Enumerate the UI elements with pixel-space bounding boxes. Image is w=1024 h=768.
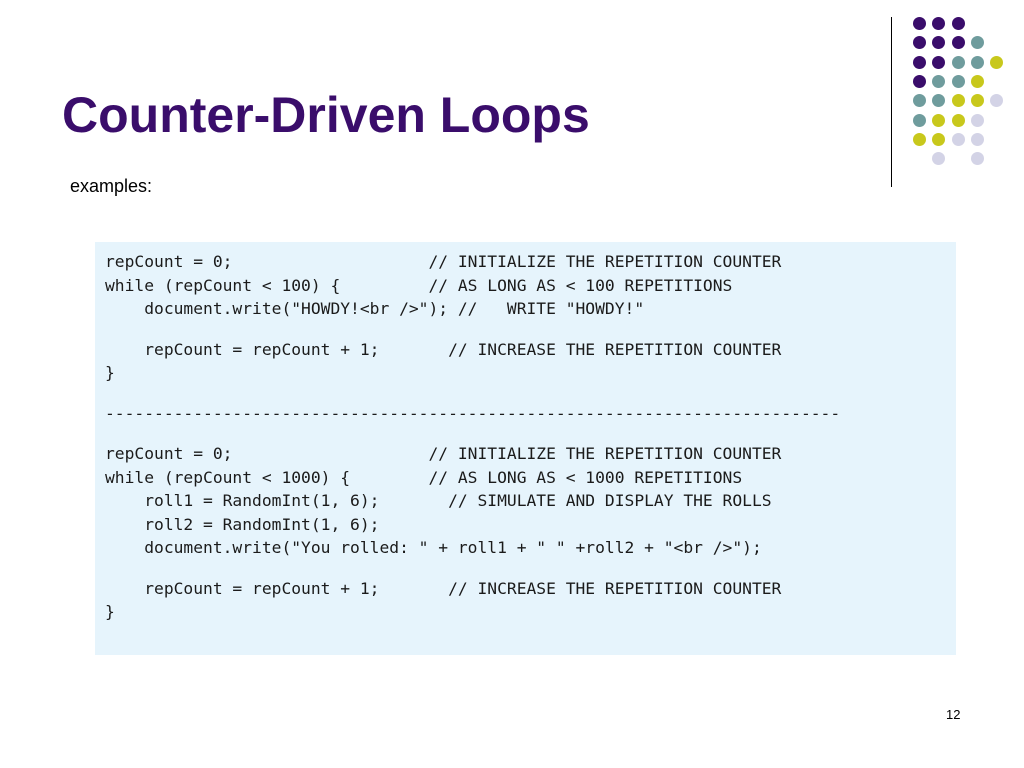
logo-dot <box>951 94 965 108</box>
code-line: document.write("You rolled: " + roll1 + … <box>105 538 762 557</box>
examples-label: examples: <box>70 176 152 197</box>
logo-dot <box>951 17 965 30</box>
code-line: roll1 = RandomInt(1, 6); // SIMULATE AND… <box>105 491 772 510</box>
code-line: roll2 = RandomInt(1, 6); <box>105 514 380 534</box>
page-number: 12 <box>946 707 961 722</box>
code-line <box>105 560 956 577</box>
code-example-block: repCount = 0; // INITIALIZE THE REPETITI… <box>95 242 956 655</box>
logo-dot <box>913 17 926 30</box>
logo-dot <box>970 55 984 69</box>
logo-dot <box>970 132 984 146</box>
logo-dot <box>932 36 946 50</box>
code-line <box>105 385 956 402</box>
logo-dot <box>932 152 946 166</box>
code-line <box>105 321 956 338</box>
logo-dot <box>970 94 984 108</box>
code-line: while (repCount < 100) { // AS LONG AS <… <box>105 275 733 295</box>
logo-dot <box>990 55 1004 69</box>
code-line: repCount = 0; // INITIALIZE THE REPETITI… <box>105 252 782 271</box>
logo-dot <box>951 74 965 88</box>
logo-dot <box>970 113 984 127</box>
logo-dot <box>970 152 984 166</box>
code-line: repCount = 0; // INITIALIZE THE REPETITI… <box>105 444 782 463</box>
logo-dot <box>951 55 965 69</box>
logo-dot <box>970 74 984 88</box>
logo-dot <box>970 36 984 50</box>
examples-label-text: examples <box>70 176 148 196</box>
logo-dot <box>990 94 1004 108</box>
logo-dot <box>932 132 946 146</box>
code-line: repCount = repCount + 1; // INCREASE THE… <box>105 339 782 359</box>
logo-dot <box>913 132 926 146</box>
logo-dot <box>913 74 926 88</box>
examples-label-colon: : <box>147 176 153 196</box>
logo-dot <box>932 74 946 88</box>
logo-dot <box>932 94 946 108</box>
logo-dot <box>951 132 965 146</box>
code-line: while (repCount < 1000) { // AS LONG AS … <box>105 467 743 487</box>
logo-dot <box>913 55 926 69</box>
code-line: } <box>105 363 115 382</box>
code-line: document.write("HOWDY!<br />"); // WRITE… <box>105 299 645 318</box>
code-line <box>105 425 956 442</box>
code-separator-line: ----------------------------------------… <box>105 403 841 423</box>
logo-dot <box>951 113 965 127</box>
header-divider-line <box>891 17 892 187</box>
logo-dot <box>932 55 946 69</box>
logo-dot <box>913 36 926 50</box>
slide-title: Counter-Driven Loops <box>62 87 590 143</box>
logo-dot <box>932 17 946 30</box>
logo-dot <box>913 113 926 127</box>
logo-dot <box>951 36 965 50</box>
code-line: } <box>105 602 115 621</box>
logo-dot <box>932 113 946 127</box>
code-line: repCount = repCount + 1; // INCREASE THE… <box>105 578 782 598</box>
logo-dot <box>913 94 926 108</box>
